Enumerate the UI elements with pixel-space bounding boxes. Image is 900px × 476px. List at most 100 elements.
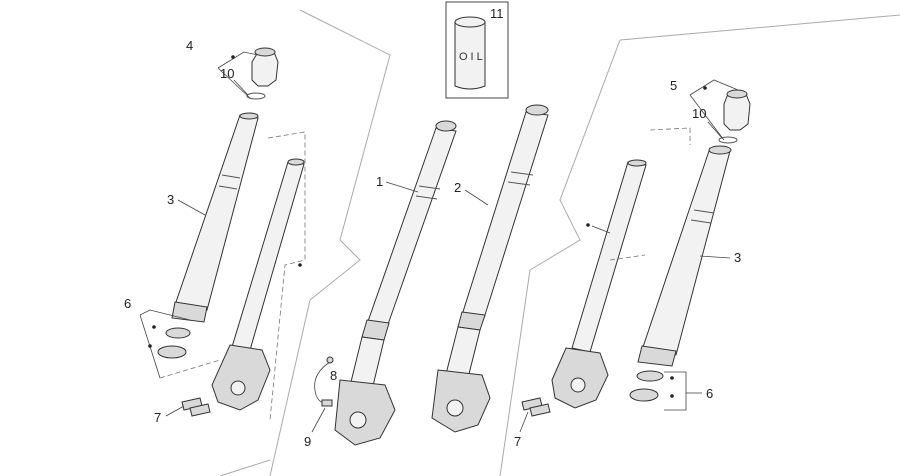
axle-hole-left xyxy=(230,380,246,396)
seal-right-1 xyxy=(636,370,664,382)
oil-can xyxy=(454,21,486,90)
outer-tube-right-top xyxy=(708,145,732,155)
lead-9 xyxy=(311,407,326,433)
left-zone-bottom xyxy=(219,459,271,476)
right-zone-outline-2 xyxy=(499,39,621,476)
label-7-right: 7 xyxy=(514,434,521,449)
bracket-4-b xyxy=(217,67,251,99)
bracket-6-right xyxy=(664,371,687,411)
tube-band-right-2 xyxy=(690,219,712,224)
fork-cap-left-top xyxy=(254,47,276,57)
fork-leg-1-upper xyxy=(365,127,457,331)
fork-cap-right xyxy=(723,93,751,131)
label-3-left: 3 xyxy=(167,192,174,207)
label-7-left: 7 xyxy=(154,410,161,425)
lead-10-right xyxy=(707,121,723,139)
o-ring-right xyxy=(718,136,738,144)
lead-1 xyxy=(385,181,419,193)
fork-leg-1-axle xyxy=(349,411,367,429)
fork-leg-2-caliper-mount xyxy=(431,369,491,433)
outer-tube-right xyxy=(641,147,731,356)
label-8: 8 xyxy=(330,368,337,383)
lead-2 xyxy=(464,189,489,206)
label-6-left: 6 xyxy=(124,296,131,311)
fork-leg-2-band-2 xyxy=(507,181,531,186)
dot-6-left-2 xyxy=(148,344,152,348)
outer-tube-left-bottom xyxy=(171,301,208,323)
seal-right-2 xyxy=(629,388,659,402)
fork-leg-1-band-1 xyxy=(418,185,441,190)
seal-left-2 xyxy=(157,345,187,359)
label-11: 11 xyxy=(490,6,504,21)
dot-6-right-1 xyxy=(670,376,674,380)
label-5: 5 xyxy=(670,78,677,93)
inner-tube-right-top xyxy=(627,159,647,167)
inner-tube-left xyxy=(231,161,305,351)
fork-leg-1-seal xyxy=(361,319,390,341)
dot-inner-right xyxy=(586,223,590,227)
bracket-5-b xyxy=(689,94,725,141)
lead-3-right xyxy=(699,255,731,259)
dash-left-seals xyxy=(159,359,221,379)
fork-leg-2-upper xyxy=(461,111,549,319)
label-10-right: 10 xyxy=(692,106,706,121)
lead-inner-right xyxy=(591,225,611,234)
tube-band-left-1 xyxy=(221,174,241,179)
axle-mount-left xyxy=(211,344,271,411)
fork-leg-1-caliper-mount xyxy=(334,379,396,446)
dot-inner-left xyxy=(298,263,302,267)
bracket-5-a xyxy=(689,79,739,96)
dot-5 xyxy=(703,86,707,90)
lead-7-right xyxy=(519,411,529,433)
dot-6-left-1 xyxy=(152,325,156,329)
label-10-left: 10 xyxy=(220,66,234,81)
tube-band-left-2 xyxy=(218,185,238,190)
label-1: 1 xyxy=(376,174,383,189)
outer-tube-left xyxy=(174,114,259,311)
bolt-left-2 xyxy=(189,403,211,417)
fork-leg-1: 1 xyxy=(334,120,457,446)
dash-left-outer xyxy=(267,131,306,421)
inner-tube-left-top xyxy=(287,158,305,166)
seal-left-1 xyxy=(165,327,191,339)
fork-leg-1-band-2 xyxy=(415,195,438,200)
fork-leg-2-cap xyxy=(525,104,549,116)
bracket-6-left xyxy=(139,309,191,321)
label-2: 2 xyxy=(454,180,461,195)
lead-3-left xyxy=(177,199,206,216)
lead-10-left xyxy=(233,79,249,96)
label-9: 9 xyxy=(304,434,311,449)
axle-hole-right xyxy=(570,377,586,393)
fork-cap-left xyxy=(251,51,279,87)
fork-leg-2-lower xyxy=(445,326,481,379)
outer-tube-right-bottom xyxy=(637,345,677,367)
tube-band-right-1 xyxy=(693,209,715,214)
oil-can-top xyxy=(454,16,486,28)
label-6-right: 6 xyxy=(706,386,713,401)
right-zone-outline xyxy=(619,14,900,41)
oil-can-text: OIL xyxy=(459,51,486,63)
sensor-wire xyxy=(314,361,331,404)
fork-cap-right-top xyxy=(726,89,748,99)
bracket-4-a xyxy=(217,51,259,69)
bolt-right-2 xyxy=(529,403,551,417)
sensor-bolt xyxy=(321,399,333,407)
fork-leg-1-cap xyxy=(435,120,457,132)
label-3-right: 3 xyxy=(734,250,741,265)
left-zone-outline xyxy=(269,9,391,476)
right-fork-assembly: 3 5 10 6 7 xyxy=(514,78,751,449)
left-fork-assembly: 4 10 3 6 7 xyxy=(124,38,306,425)
lead-7-left xyxy=(165,405,185,417)
inner-tube-right xyxy=(571,161,647,353)
o-ring-left xyxy=(246,92,266,100)
fork-leg-2-axle xyxy=(446,399,464,417)
fork-leg-2: 2 xyxy=(431,104,549,433)
sensor-connector xyxy=(326,356,334,364)
fork-leg-2-band-1 xyxy=(510,171,534,176)
dot-4 xyxy=(231,55,235,59)
oil-box-group: OIL 11 xyxy=(445,1,509,99)
dot-6-right-2 xyxy=(670,394,674,398)
dash-right-mid xyxy=(609,254,646,261)
